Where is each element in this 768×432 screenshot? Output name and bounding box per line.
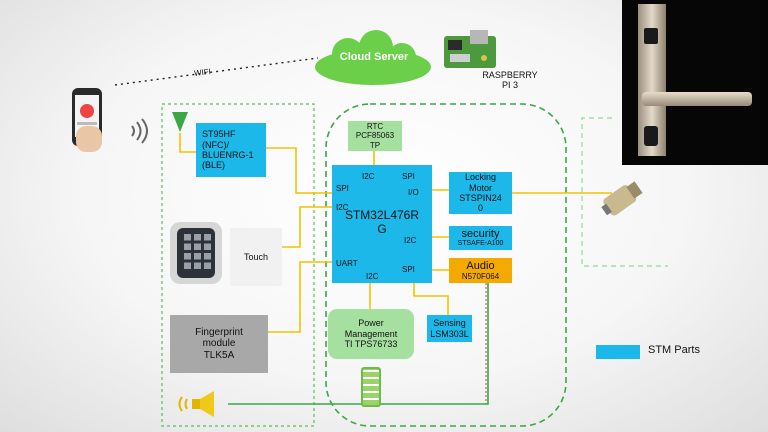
cloud-server-label: Cloud Server	[339, 50, 409, 63]
raspberry-pi-board-image	[444, 30, 496, 68]
motor-image	[601, 181, 643, 216]
wireless-signal-icon	[131, 118, 148, 144]
keypad-image	[170, 222, 222, 284]
door-lock-image	[622, 0, 768, 165]
main-board-outline	[325, 103, 567, 427]
mcu-stm32l476rg	[332, 165, 432, 283]
pin-rtc-i2c: I2C	[362, 172, 375, 181]
pin-uart: UART	[336, 259, 358, 268]
audio-module: Audio N570F064	[449, 258, 512, 283]
security-module: security STSAFE-A100	[449, 226, 512, 250]
pin-i2c-left: I2C	[336, 203, 349, 212]
touch-module: Touch	[230, 228, 282, 286]
pin-i2c-bottom: I2C	[366, 272, 379, 281]
pin-spi-left: SPI	[336, 184, 349, 193]
cloud-icon	[315, 30, 431, 85]
battery-icon	[361, 367, 381, 407]
pin-spi-top: SPI	[402, 172, 415, 181]
antenna-icon	[172, 112, 188, 132]
speaker-icon	[178, 391, 214, 417]
pin-io: I/O	[408, 188, 419, 197]
legend-label: STM Parts	[648, 344, 700, 356]
pin-i2c-security: I2C	[404, 236, 417, 245]
wifi-link-line	[114, 57, 319, 86]
hand-image	[76, 126, 102, 152]
pin-spi-audio: SPI	[402, 265, 415, 274]
peripheral-board-outline	[161, 103, 315, 427]
legend-swatch	[596, 345, 640, 359]
nfc-ble-module: ST95HF(NFC)/ BLUENRG-1(BLE)	[196, 123, 266, 177]
motor-outline	[581, 117, 668, 267]
